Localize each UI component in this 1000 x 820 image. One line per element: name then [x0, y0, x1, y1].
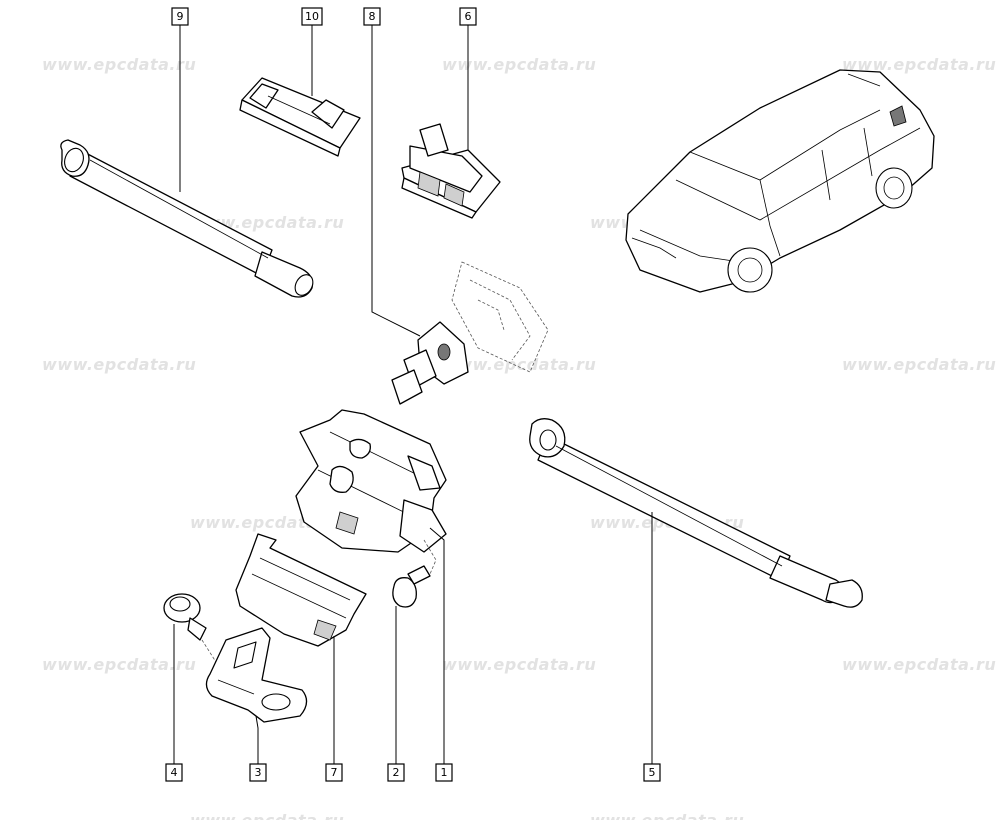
callout-label: 1 — [441, 766, 448, 779]
screw — [163, 593, 217, 663]
callout-label: 3 — [255, 766, 262, 779]
callout-label: 9 — [177, 10, 184, 23]
watermark: www.epcdata.ru — [42, 55, 196, 74]
plate-light — [239, 77, 361, 157]
lock-bracket — [205, 627, 308, 723]
callout-label: 6 — [465, 10, 472, 23]
callout-8[interactable]: 8 — [363, 7, 381, 26]
callout-5[interactable]: 5 — [643, 763, 661, 782]
callout-label: 4 — [171, 766, 178, 779]
tailgate-lock — [295, 409, 447, 575]
callout-1[interactable]: 1 — [435, 763, 453, 782]
watermark: www.epcdata.ru — [590, 811, 744, 820]
watermark: www.epcdata.ru — [442, 55, 596, 74]
bolt — [392, 565, 431, 608]
tailgate-switch — [401, 123, 501, 219]
callout-label: 10 — [305, 10, 319, 23]
callout-label: 8 — [369, 10, 376, 23]
watermark: www.epcdata.ru — [842, 655, 996, 674]
callout-7[interactable]: 7 — [325, 763, 343, 782]
callout-6[interactable]: 6 — [459, 7, 477, 26]
callout-4[interactable]: 4 — [165, 763, 183, 782]
watermark: www.epcdata.ru — [442, 355, 596, 374]
striker-cover — [235, 533, 367, 647]
callout-10[interactable]: 10 — [301, 7, 323, 26]
callout-3[interactable]: 3 — [249, 763, 267, 782]
watermark-layer: www.epcdata.ru www.epcdata.ru www.epcdat… — [42, 55, 996, 820]
car-illustration — [625, 69, 935, 293]
callout-label: 2 — [393, 766, 400, 779]
callout-label: 5 — [649, 766, 656, 779]
leader-lines — [173, 25, 653, 764]
callout-label: 7 — [331, 766, 338, 779]
callout-9[interactable]: 9 — [171, 7, 189, 26]
gas-strut-right — [529, 418, 863, 608]
watermark: www.epcdata.ru — [842, 355, 996, 374]
callout-2[interactable]: 2 — [387, 763, 405, 782]
watermark: www.epcdata.ru — [42, 655, 196, 674]
watermark: www.epcdata.ru — [42, 355, 196, 374]
watermark: www.epcdata.ru — [190, 811, 344, 820]
lock-actuator — [391, 261, 549, 405]
watermark: www.epcdata.ru — [842, 55, 996, 74]
gas-strut-left — [60, 139, 314, 298]
watermark: www.epcdata.ru — [442, 655, 596, 674]
